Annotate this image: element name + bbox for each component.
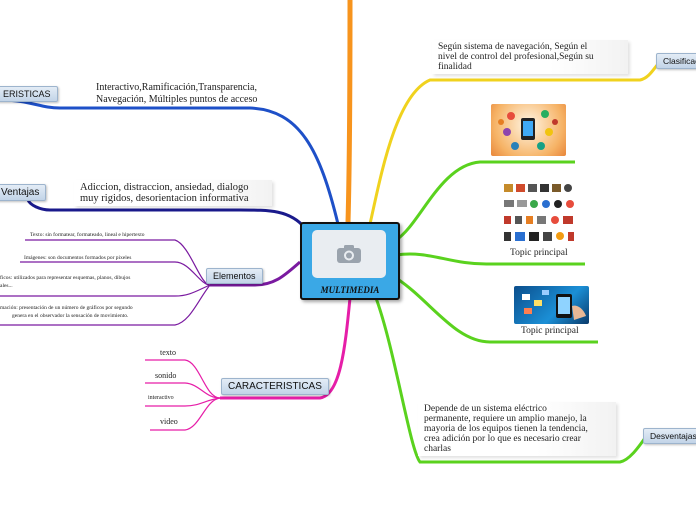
text-line: muy rigidos, desorientacion informativa (80, 193, 249, 204)
tag-elementos[interactable]: Elementos (206, 268, 263, 284)
ventajas-note[interactable]: Adiccion, distraccion, ansiedad, dialogo… (74, 180, 272, 206)
media-icons-grid-image[interactable] (500, 180, 580, 246)
central-label: MULTIMEDIA (320, 285, 380, 295)
item-texto[interactable]: texto (160, 348, 176, 357)
text-line: Según sistema de navegación, Según el (438, 42, 588, 52)
branch-blue (0, 98, 340, 225)
text-line: finalidad (438, 62, 472, 72)
camera-icon (337, 245, 361, 263)
elemento-graficos[interactable]: ficos: utilizados para representar esque… (0, 275, 131, 281)
caracteristicas-top-text[interactable]: Interactivo,Ramificación,Transparencia, … (96, 82, 257, 105)
branch-orange (345, 0, 353, 223)
topic1-label[interactable]: Topic principal (510, 248, 568, 258)
apps-collage-image[interactable] (491, 104, 566, 156)
tag-clasificacion[interactable]: Clasificac (656, 53, 696, 69)
branch-yellow (368, 60, 662, 225)
branch-green-4 (374, 297, 647, 464)
central-image-placeholder (312, 230, 386, 278)
item-sonido[interactable]: sonido (155, 371, 177, 380)
hand-phone-media (522, 290, 586, 320)
branch-navy (26, 199, 307, 229)
branch-green-1 (395, 160, 575, 242)
topic2-label[interactable]: Topic principal (521, 326, 579, 336)
tag-caracteristicas-bottom[interactable]: CARACTERISTICAS (221, 378, 329, 395)
central-topic[interactable]: MULTIMEDIA (300, 222, 400, 300)
branch-green-3 (395, 276, 598, 344)
text-line: Interactivo,Ramificación,Transparencia, (96, 82, 257, 93)
branch-magenta (220, 297, 352, 400)
elemento-animacion-cont: genera en el observador la sensación de … (12, 313, 129, 319)
text-line: crea adición por lo que es necesario cre… (424, 434, 581, 444)
text-line: Adiccion, distraccion, ansiedad, dialogo (80, 182, 249, 193)
media-icons-grid (504, 184, 574, 241)
text-line: nivel de control del profesional,Según s… (438, 52, 594, 62)
hand-phone-media-image[interactable] (514, 286, 589, 324)
apps-collage-icon (498, 110, 558, 150)
tag-desventajas[interactable]: Desventajas (643, 428, 696, 444)
elemento-animacion[interactable]: mación: presentación de un número de grá… (0, 305, 133, 311)
branch-green-2 (395, 252, 585, 266)
text-line: Navegación, Múltiples puntos de acceso (96, 93, 258, 105)
elemento-graficos-cont: ales... (0, 283, 13, 289)
text-line: mayoria de los equipos tienen la tendenc… (424, 424, 588, 434)
branch-purple (210, 260, 301, 287)
text-line: permanente, requiere un amplio manejo, l… (424, 414, 587, 424)
desventajas-note[interactable]: Depende de un sistema eléctrico permanen… (418, 402, 616, 456)
item-interactivo[interactable]: interactivo (148, 395, 174, 401)
elemento-imagenes[interactable]: Imágenes: son documentos formados por pi… (24, 255, 132, 261)
item-video[interactable]: video (160, 417, 178, 426)
text-line: Depende de un sistema eléctrico (424, 404, 547, 414)
tag-ventajas[interactable]: Ventajas (0, 184, 47, 201)
text-line: charlas (424, 444, 451, 454)
tag-caracteristicas-top[interactable]: ERISTICAS (0, 86, 58, 102)
clasificacion-note[interactable]: Según sistema de navegación, Según el ni… (432, 40, 628, 74)
elemento-texto[interactable]: Texto: sin formatear, formateado, lineal… (30, 232, 145, 238)
